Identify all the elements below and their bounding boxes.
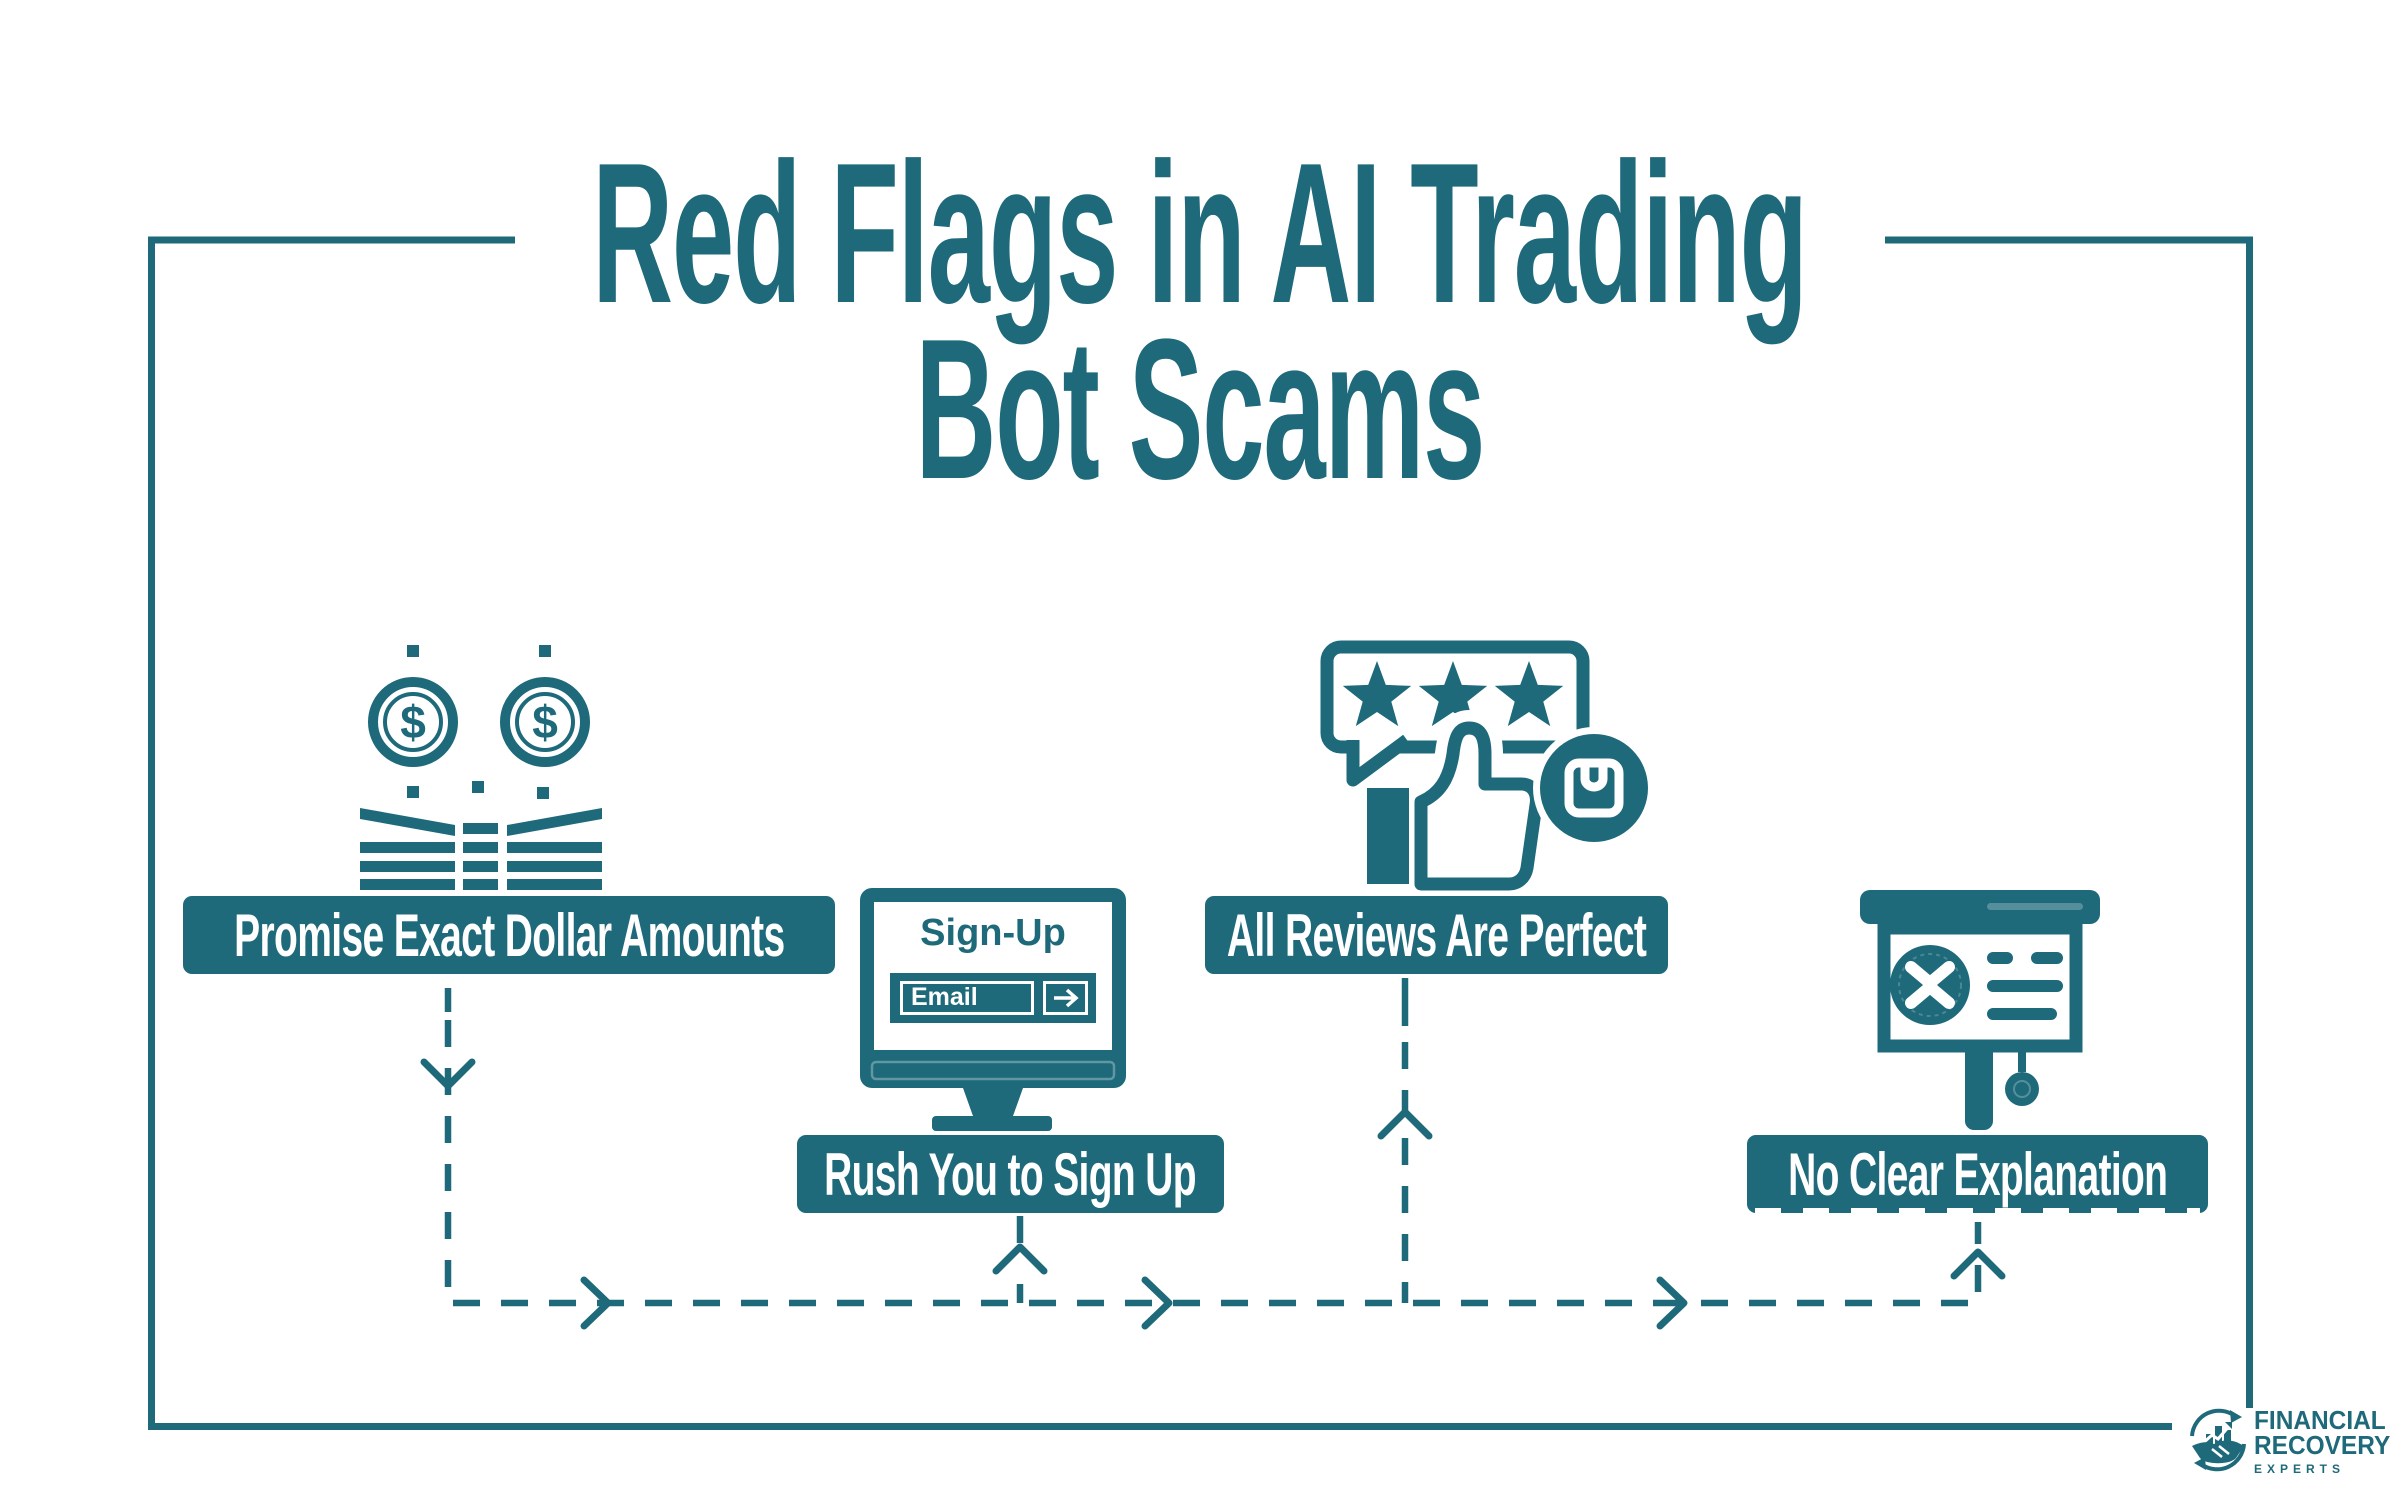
page-title-line-1: Red Flags in AI Trading bbox=[592, 122, 1809, 345]
dollar-sign: $ bbox=[400, 696, 426, 748]
frame-border-left-bottom bbox=[148, 236, 2172, 1430]
star-rating bbox=[1342, 661, 1564, 727]
monitor-bezel-detail bbox=[870, 1060, 1116, 1081]
email-signup-bar: Email bbox=[890, 973, 1096, 1023]
monitor-base bbox=[932, 1116, 1052, 1131]
dollar-sign: $ bbox=[532, 696, 558, 748]
signup-heading: Sign-Up bbox=[920, 912, 1066, 954]
emblem-arrowhead bbox=[2230, 1410, 2242, 1423]
dollar-coin-icon: $ bbox=[368, 677, 458, 767]
arrow-down-icon bbox=[420, 1058, 476, 1090]
cross-icon bbox=[1905, 961, 1955, 1009]
board-top-bar bbox=[1860, 890, 2100, 924]
emblem-trend-arrow bbox=[2225, 1422, 2232, 1429]
perfect-reviews-icon bbox=[1320, 640, 1655, 900]
monitor-neck bbox=[963, 1088, 1023, 1116]
frame-border-top-right bbox=[1885, 236, 2253, 1408]
arrow-right-icon bbox=[1141, 1276, 1173, 1330]
arrow-right-icon bbox=[580, 1276, 612, 1330]
page-title: Red Flags in AI Trading Bot Scams bbox=[0, 122, 2400, 521]
sparkle-icon bbox=[537, 787, 549, 799]
sparkle-icon bbox=[539, 645, 551, 657]
flag-label: All Reviews Are Perfect bbox=[1226, 901, 1647, 969]
thumbs-up-icon bbox=[1414, 721, 1543, 891]
email-input[interactable]: Email bbox=[900, 981, 1034, 1015]
star-icon bbox=[1494, 661, 1564, 727]
board-pull-ball-ring bbox=[2013, 1080, 2031, 1098]
brand-logo: FINANCIAL RECOVERY EXPERTS bbox=[2186, 1406, 2400, 1486]
board-pole bbox=[1965, 1040, 1993, 1130]
flag-label: Rush You to Sign Up bbox=[824, 1140, 1198, 1208]
board-pull-ball bbox=[2005, 1072, 2039, 1106]
banner-dashed-edge bbox=[1755, 1208, 2200, 1215]
money-stacks bbox=[360, 808, 602, 890]
speech-bubble-tail bbox=[1346, 734, 1411, 787]
thumb-cuff bbox=[1367, 788, 1409, 884]
badge-box-icon bbox=[1564, 758, 1624, 818]
sparkle-icon bbox=[407, 786, 419, 798]
banner-all-reviews-are-perfect: All Reviews Are Perfect bbox=[1205, 896, 1668, 974]
banner-rush-you-to-sign-up: Rush You to Sign Up bbox=[797, 1135, 1224, 1213]
star-icon bbox=[1418, 661, 1488, 727]
arrow-right-icon bbox=[1053, 988, 1079, 1008]
logo-line-2: RECOVERY bbox=[2254, 1430, 2391, 1460]
logo-line-1: FINANCIAL bbox=[2254, 1405, 2386, 1435]
dollar-coin-icon: $ bbox=[500, 677, 590, 767]
logo-wordmark: FINANCIAL RECOVERY EXPERTS bbox=[2254, 1405, 2399, 1476]
sparkle-icon bbox=[407, 645, 419, 657]
arrow-up-icon bbox=[1950, 1248, 2006, 1280]
cross-circle-ring bbox=[1898, 953, 1962, 1017]
emblem-handshake-detail bbox=[2211, 1445, 2230, 1458]
flag-label: Promise Exact Dollar Amounts bbox=[233, 901, 785, 969]
banner-promise-exact-dollar-amounts: Promise Exact Dollar Amounts bbox=[183, 896, 835, 974]
arrow-right-icon bbox=[1656, 1276, 1688, 1330]
logo-line-3: EXPERTS bbox=[2254, 1462, 2346, 1476]
emblem-handshake-icon bbox=[2192, 1440, 2244, 1464]
board-top-highlight bbox=[1987, 903, 2083, 910]
badge-notch bbox=[1580, 763, 1608, 792]
logo-emblem-icon bbox=[2190, 1408, 2246, 1472]
presentation-board-icon bbox=[1860, 890, 2100, 1130]
email-submit-button[interactable] bbox=[1043, 981, 1088, 1015]
arrow-up-icon bbox=[1377, 1108, 1433, 1140]
page-title-line-2: Bot Scams bbox=[915, 298, 1486, 521]
arrow-up-icon bbox=[992, 1243, 1048, 1275]
money-coins-stacks-icon: $ $ bbox=[360, 645, 602, 890]
star-icon bbox=[1342, 661, 1412, 727]
emblem-trend-line bbox=[2200, 1423, 2233, 1446]
flag-label: No Clear Explanation bbox=[1787, 1140, 2168, 1208]
sparkle-icon bbox=[472, 781, 484, 793]
banner-no-clear-explanation: No Clear Explanation bbox=[1747, 1135, 2208, 1215]
board-text-lines bbox=[1987, 952, 2063, 1020]
